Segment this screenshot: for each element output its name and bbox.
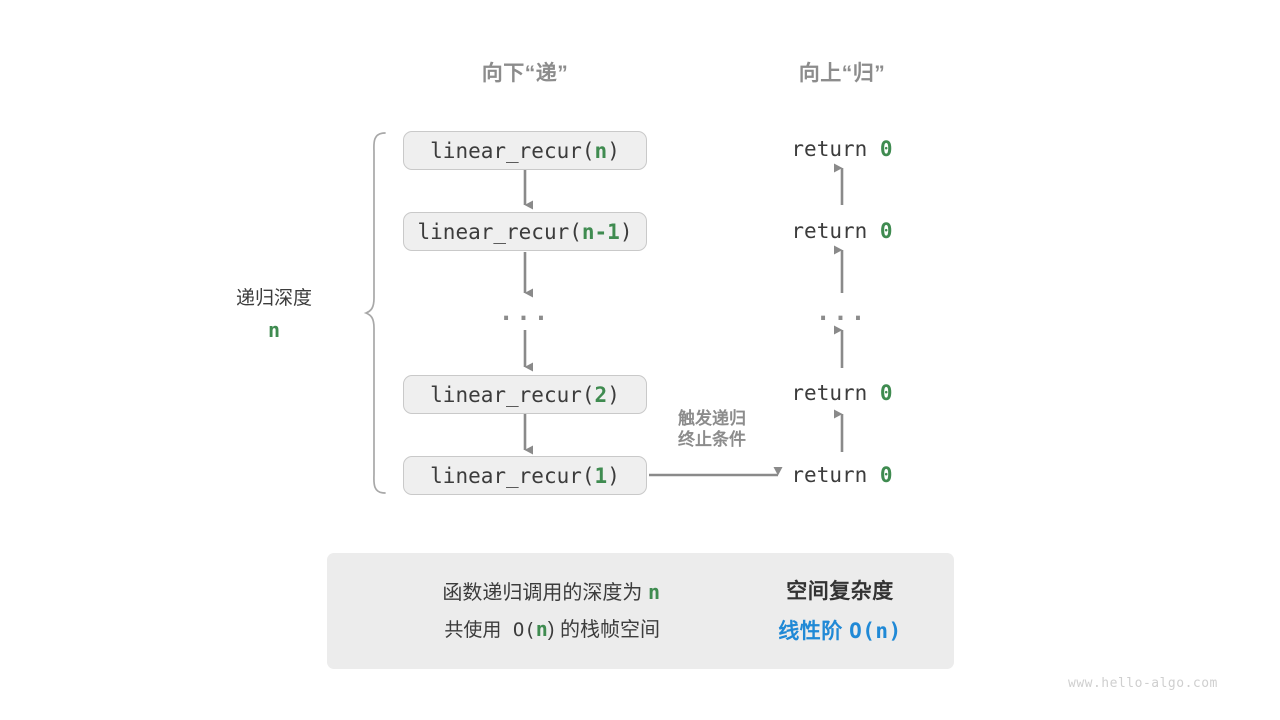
summary-result-value: 线性阶 O(n) bbox=[745, 615, 935, 645]
summary-result-value-zh: 线性阶 bbox=[778, 620, 850, 643]
return-statement-2: return 0 bbox=[742, 219, 942, 243]
summary-line-2-suffix: ) 的栈帧空间 bbox=[547, 619, 660, 641]
summary-result: 空间复杂度 线性阶 O(n) bbox=[745, 575, 935, 645]
left-ellipsis: ... bbox=[498, 298, 552, 326]
watermark: www.hello-algo.com bbox=[1068, 676, 1218, 691]
call-box-n[interactable]: linear_recur(n) bbox=[403, 131, 647, 170]
trigger-note-line1: 触发递归 bbox=[678, 409, 746, 428]
summary-result-title: 空间复杂度 bbox=[786, 580, 894, 603]
return-keyword-1: return bbox=[791, 137, 880, 161]
return-value-3: 0 bbox=[879, 381, 893, 405]
call-box-2-arg: 2 bbox=[594, 382, 608, 407]
recursion-depth-label: 递归深度 n bbox=[196, 283, 352, 342]
call-box-2-name: linear_recur( bbox=[430, 382, 595, 407]
column-header-up: 向上“归” bbox=[798, 62, 886, 85]
return-keyword-2: return bbox=[791, 219, 880, 243]
column-header-down: 向下“递” bbox=[481, 62, 569, 85]
summary-line-1: 函数递归调用的深度为 n bbox=[355, 574, 660, 611]
call-box-n-minus-1[interactable]: linear_recur(n-1) bbox=[403, 212, 647, 251]
call-box-1-arg: 1 bbox=[594, 463, 608, 488]
call-box-n-close: ) bbox=[607, 138, 620, 163]
call-box-2-close: ) bbox=[607, 382, 620, 407]
summary-line-2: 共使用 O(n) 的栈帧空间 bbox=[355, 611, 660, 648]
recursion-depth-text: 递归深度 bbox=[235, 288, 312, 309]
call-box-n-arg: n bbox=[594, 138, 608, 163]
return-statement-1: return 0 bbox=[742, 137, 942, 161]
recursion-depth-variable: n bbox=[267, 318, 281, 342]
summary-line-1-text: 函数递归调用的深度为 bbox=[442, 582, 648, 604]
return-keyword-3: return bbox=[791, 381, 880, 405]
call-box-1[interactable]: linear_recur(1) bbox=[403, 456, 647, 495]
call-box-n-minus-1-arg: n-1 bbox=[581, 219, 620, 244]
call-box-n-minus-1-name: linear_recur( bbox=[417, 219, 582, 244]
summary-description: 函数递归调用的深度为 n 共使用 O(n) 的栈帧空间 bbox=[355, 574, 660, 648]
right-ellipsis: ... bbox=[815, 298, 869, 326]
call-box-n-minus-1-close: ) bbox=[619, 219, 633, 244]
summary-line-2-prefix: 共使用 O( bbox=[444, 619, 536, 641]
return-keyword-4: return bbox=[791, 463, 880, 487]
summary-line-1-variable: n bbox=[647, 580, 660, 604]
return-value-2: 0 bbox=[879, 219, 893, 243]
summary-panel bbox=[327, 553, 954, 669]
summary-line-2-variable: n bbox=[535, 617, 548, 641]
call-box-2[interactable]: linear_recur(2) bbox=[403, 375, 647, 414]
trigger-condition-note: 触发递归 终止条件 bbox=[652, 408, 772, 450]
return-statement-4: return 0 bbox=[742, 463, 942, 487]
return-value-4: 0 bbox=[879, 463, 893, 487]
return-value-1: 0 bbox=[879, 137, 893, 161]
return-statement-3: return 0 bbox=[742, 381, 942, 405]
call-box-1-name: linear_recur( bbox=[430, 463, 595, 488]
depth-brace bbox=[363, 132, 386, 494]
summary-result-value-notation: O(n) bbox=[849, 619, 902, 643]
call-box-n-name: linear_recur( bbox=[430, 138, 595, 163]
call-box-1-close: ) bbox=[607, 463, 620, 488]
trigger-note-line2: 终止条件 bbox=[678, 430, 746, 449]
